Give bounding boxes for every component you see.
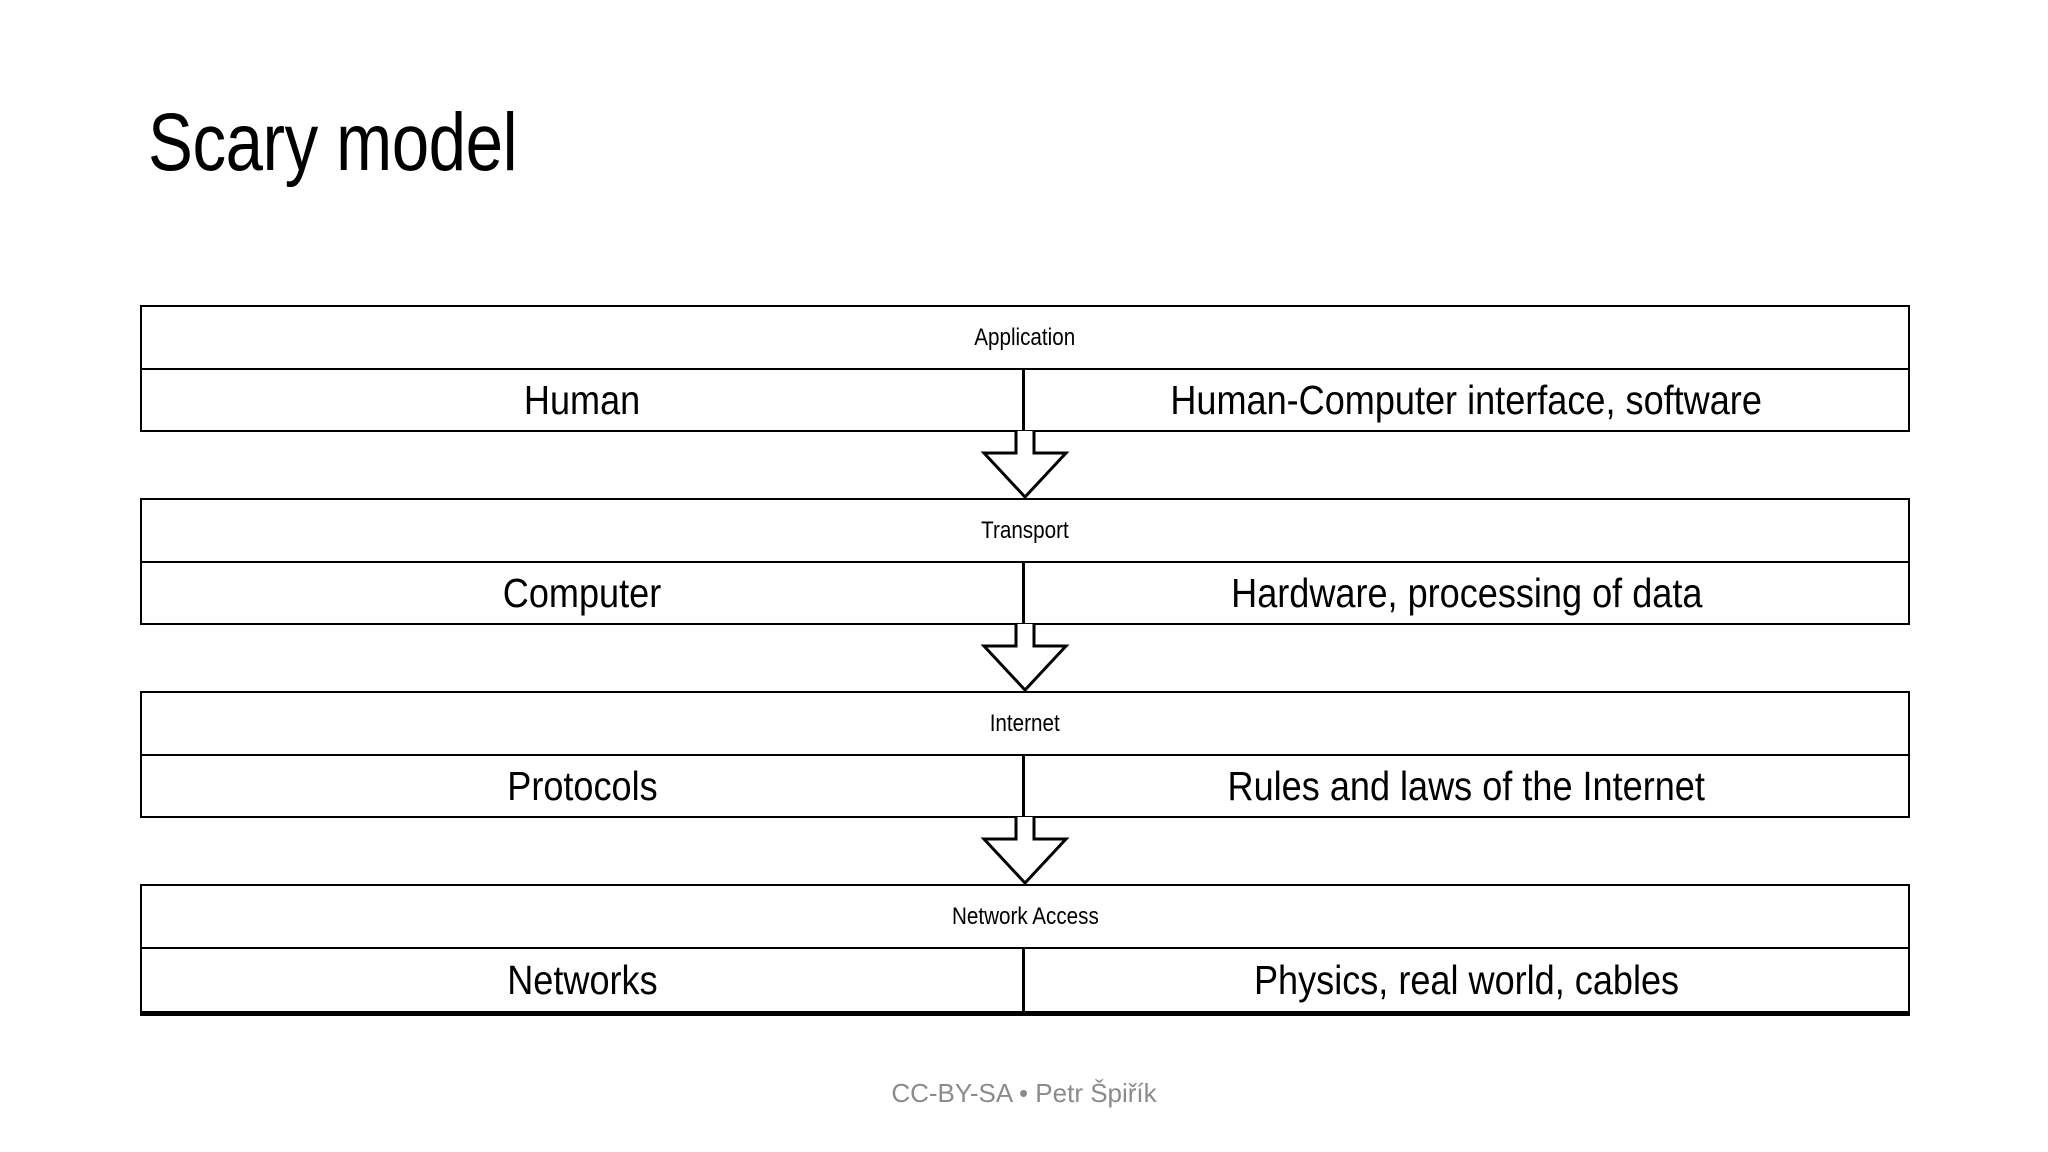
layer-cell-description: Human-Computer interface, software bbox=[1025, 370, 1908, 430]
layer-body-application: Human Human-Computer interface, software bbox=[142, 370, 1908, 432]
layer-header-transport: Transport bbox=[142, 500, 1908, 563]
layer-cell-actor: Computer bbox=[142, 563, 1025, 623]
layer-body-internet: Protocols Rules and laws of the Internet bbox=[142, 756, 1908, 818]
layer-block-internet: Internet Protocols Rules and laws of the… bbox=[140, 691, 1910, 818]
layer-header-label: Network Access bbox=[951, 902, 1099, 930]
page-title: Scary model bbox=[148, 97, 518, 188]
layer-cell-description: Rules and laws of the Internet bbox=[1025, 756, 1908, 816]
layer-header-label: Application bbox=[974, 323, 1076, 351]
layer-model-diagram: Application Human Human-Computer interfa… bbox=[140, 305, 1910, 1016]
layer-cell-text: Human-Computer interface, software bbox=[1170, 376, 1763, 423]
layer-header-label: Internet bbox=[989, 709, 1060, 737]
layer-header-network-access: Network Access bbox=[142, 886, 1908, 949]
layer-cell-actor: Human bbox=[142, 370, 1025, 430]
layer-cell-description: Physics, real world, cables bbox=[1025, 949, 1908, 1011]
layer-cell-text: Computer bbox=[502, 569, 662, 616]
layer-cell-text: Protocols bbox=[506, 762, 658, 809]
layer-header-internet: Internet bbox=[142, 693, 1908, 756]
layer-header-application: Application bbox=[142, 307, 1908, 370]
down-arrow-icon bbox=[980, 431, 1070, 499]
layer-connector-gap bbox=[140, 817, 1910, 885]
down-arrow-icon bbox=[980, 624, 1070, 692]
layer-cell-actor: Networks bbox=[142, 949, 1025, 1011]
layer-cell-actor: Protocols bbox=[142, 756, 1025, 816]
layer-cell-text: Networks bbox=[506, 956, 658, 1003]
layer-cell-text: Rules and laws of the Internet bbox=[1227, 762, 1706, 809]
layer-connector-gap bbox=[140, 624, 1910, 692]
layer-body-network-access: Networks Physics, real world, cables bbox=[142, 949, 1908, 1011]
down-arrow-icon bbox=[980, 817, 1070, 885]
layer-block-network-access: Network Access Networks Physics, real wo… bbox=[140, 884, 1910, 1016]
layer-cell-text: Hardware, processing of data bbox=[1230, 569, 1703, 616]
layer-block-transport: Transport Computer Hardware, processing … bbox=[140, 498, 1910, 625]
layer-cell-text: Human bbox=[523, 376, 641, 423]
layer-block-application: Application Human Human-Computer interfa… bbox=[140, 305, 1910, 432]
layer-header-label: Transport bbox=[981, 516, 1069, 544]
layer-cell-text: Physics, real world, cables bbox=[1253, 956, 1680, 1003]
footer-attribution: CC-BY-SA • Petr Špiřík bbox=[891, 1078, 1157, 1108]
layer-connector-gap bbox=[140, 431, 1910, 499]
layer-body-transport: Computer Hardware, processing of data bbox=[142, 563, 1908, 625]
layer-cell-description: Hardware, processing of data bbox=[1025, 563, 1908, 623]
